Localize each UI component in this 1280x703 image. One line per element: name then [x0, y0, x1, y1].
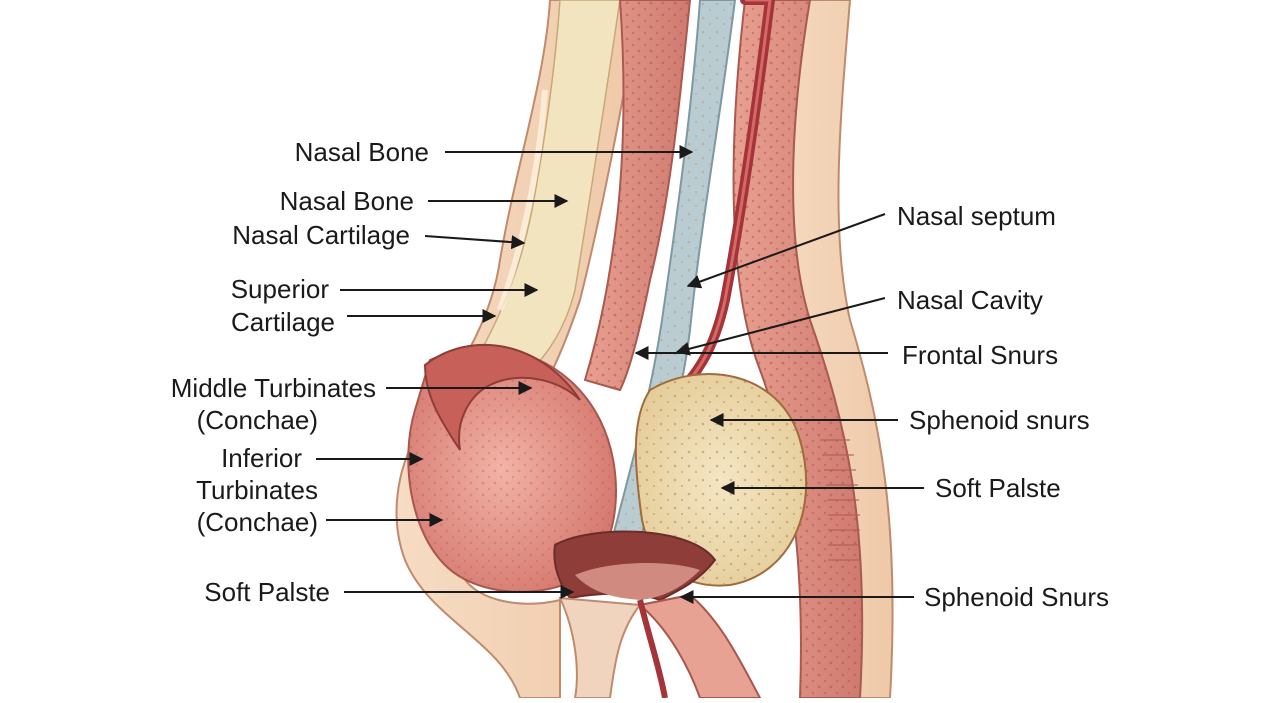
posterior-muscle-texture — [733, 0, 863, 698]
palate-inner — [575, 563, 700, 600]
sphenoid-texture — [635, 374, 807, 586]
muscle-striations — [820, 439, 860, 561]
label-nasal-cavity: Nasal Cavity — [897, 285, 1043, 315]
pointer-lines-right — [634, 213, 924, 604]
label-frontal-snurs: Frontal Snurs — [902, 340, 1059, 370]
label-nasal-septum: Nasal septum — [897, 201, 1056, 231]
label-inferior: Inferior — [221, 443, 302, 473]
vessel-stripe-inner — [670, 0, 772, 402]
label-inferior-turbinates: Turbinates — [196, 475, 318, 505]
label-soft-palste-left: Soft Palste — [204, 577, 330, 607]
lower-structure-right — [637, 593, 762, 699]
label-soft-palste-right: Soft Palste — [935, 473, 1061, 503]
pointer-lines-left — [316, 145, 694, 599]
label-middle-conchae: (Conchae) — [196, 405, 318, 435]
label-sphenoid-snurs-bottom: Sphenoid Snurs — [924, 582, 1110, 612]
lower-structure-left — [558, 596, 642, 699]
lower-vessel — [637, 599, 668, 699]
label-cartilage: Cartilage — [230, 307, 335, 337]
label-superior: Superior — [230, 274, 329, 304]
middle-turbinate-shape — [423, 343, 581, 451]
label-inferior-conchae: (Conchae) — [196, 507, 318, 537]
label-nasal-bone-top: Nasal Bone — [294, 137, 429, 167]
mucosa-texture — [585, 0, 690, 390]
label-nasal-cartilage: Nasal Cartilage — [232, 220, 410, 250]
septum-dots — [612, 0, 735, 540]
label-sphenoid-snurs: Sphenoid snurs — [909, 405, 1090, 435]
label-nasal-bone: Nasal Bone — [279, 186, 414, 216]
label-middle-turbinates: Middle Turbinates — [170, 373, 376, 403]
